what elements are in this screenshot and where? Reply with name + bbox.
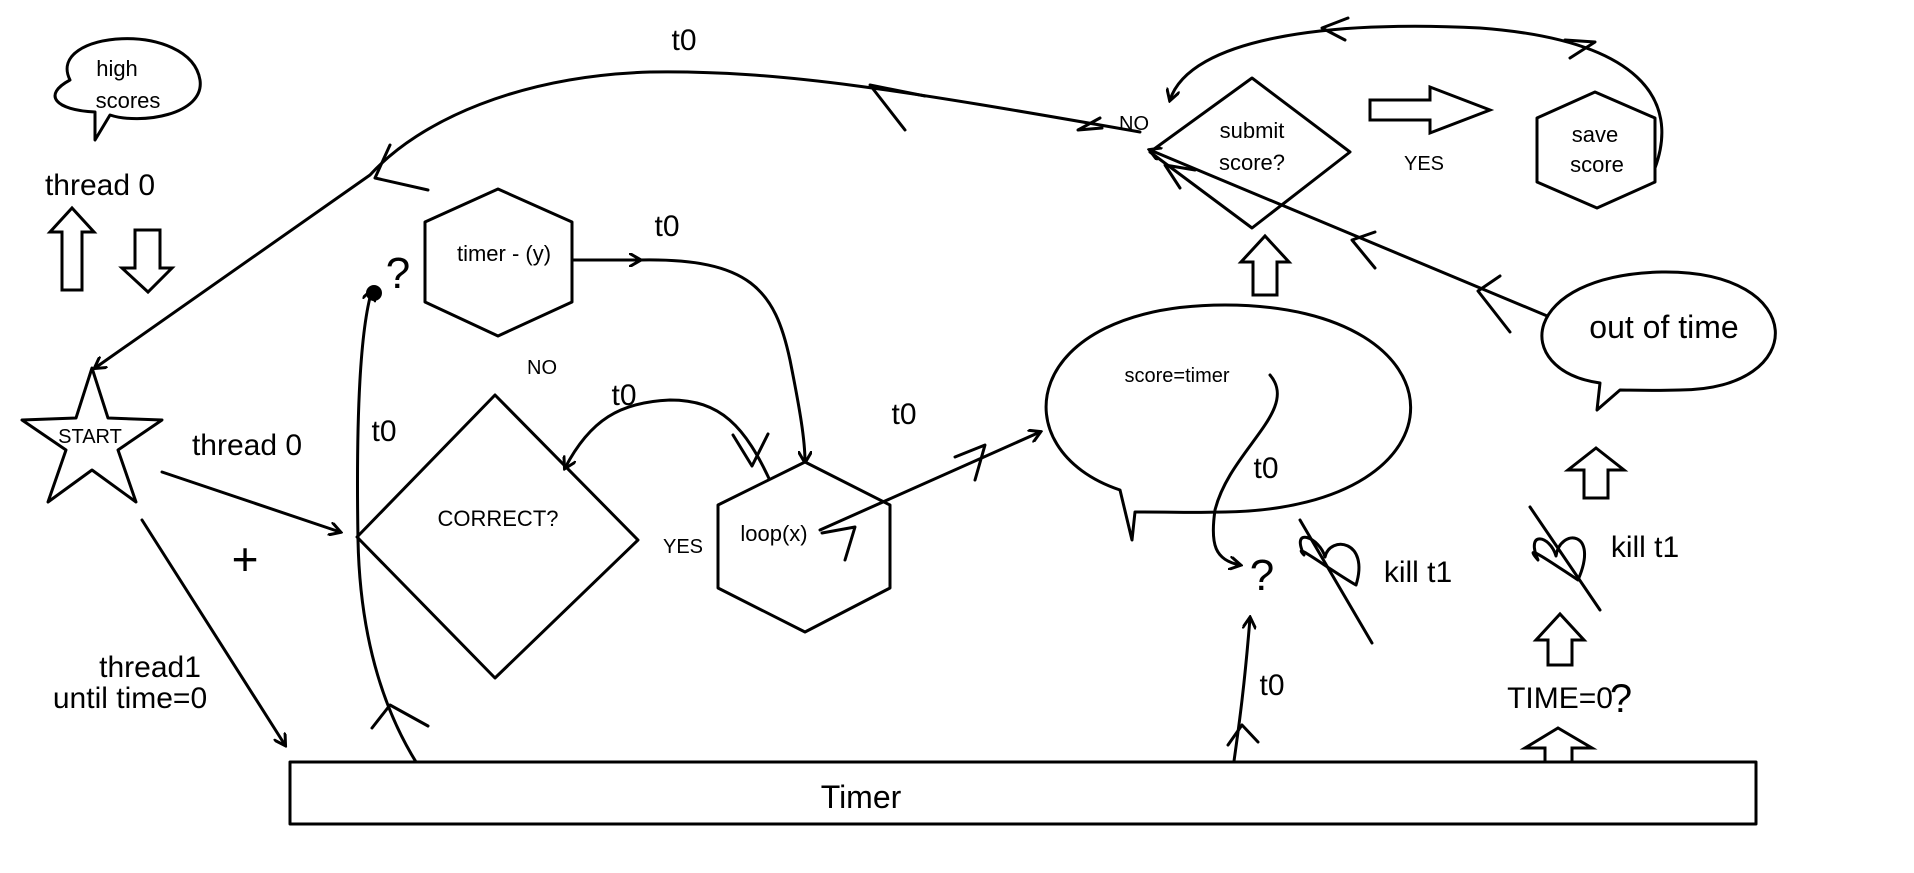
up-arrow-icon [1532, 611, 1588, 667]
heart-icon [1298, 535, 1361, 587]
loop-hexagon: loop(x) [716, 460, 892, 634]
t0-vertical-label: t0 [371, 415, 396, 448]
save-line2: score [1570, 152, 1624, 177]
yes-correct-label: YES [663, 536, 703, 558]
chevron-icon [1076, 116, 1104, 132]
strike-line [1528, 505, 1602, 612]
timer-to-loop-arrow [638, 258, 805, 462]
score-to-question-arrow [1211, 373, 1279, 565]
heart-icon [1531, 536, 1586, 582]
correct-diamond: CORRECT? [355, 393, 640, 680]
question-dot [366, 285, 382, 301]
loop-to-score-arrow [818, 432, 1040, 532]
t0-loop-label: t0 [891, 398, 916, 431]
chevron-icon [1226, 723, 1260, 747]
start-to-timer-arrow [140, 518, 285, 745]
chevron-icon [731, 432, 770, 468]
right-arrow-icon [1368, 84, 1495, 136]
return-to-start-arrow [95, 70, 1142, 368]
timer-bar: Timer [288, 760, 1758, 826]
t0-correct-label: t0 [611, 379, 636, 412]
start-star: START [20, 366, 164, 504]
chevron-icon [1563, 38, 1597, 60]
out-of-time-label: out of time [1589, 309, 1738, 345]
loop-to-correct-arrow [565, 398, 774, 487]
chevron-icon [1163, 163, 1197, 190]
chevron-icon [1476, 274, 1512, 334]
save-line1: save [1572, 122, 1618, 147]
chevron-icon [820, 525, 857, 562]
chevron-icon [370, 703, 430, 730]
question-time: ? [1610, 677, 1632, 721]
strike-line [1298, 518, 1374, 645]
plus-sign: + [232, 533, 259, 585]
save-to-submit-arrow [1170, 24, 1664, 170]
chevron-icon [953, 443, 987, 482]
yes-submit-label: YES [1404, 153, 1444, 175]
timer-y-label: timer - (y) [457, 241, 551, 266]
submit-diamond: submit score? [1148, 76, 1352, 230]
thread1-label: thread1 [99, 651, 201, 684]
t0-score-label: t0 [1253, 452, 1278, 485]
submit-line1: submit [1220, 118, 1285, 143]
high-scores-line2: scores [96, 88, 161, 113]
save-score-hexagon: save score [1535, 90, 1657, 210]
until-time-label: until time=0 [53, 682, 207, 715]
timer-bar-label: Timer [821, 779, 902, 815]
score-timer-label: score=timer [1124, 365, 1229, 387]
start-label: START [58, 426, 122, 448]
timer-to-question-arrow [356, 290, 430, 782]
thread0-top-label: thread 0 [45, 169, 155, 202]
t0-bottom-label: t0 [1259, 669, 1284, 702]
time-zero-label: TIME=0 [1507, 682, 1613, 715]
timer-y-hexagon: timer - (y) [423, 187, 574, 338]
submit-line2: score? [1219, 150, 1285, 175]
out-of-time-bubble: out of time [1540, 270, 1777, 412]
chevron-icon [868, 83, 927, 132]
chevron-icon [373, 143, 430, 192]
t0-top-label: t0 [671, 24, 696, 57]
kill-t1-right: kill t1 [1611, 531, 1679, 564]
timer-to-score-question-arrow [1230, 618, 1250, 777]
up-arrow-icon [1237, 233, 1293, 297]
down-arrow-icon [118, 228, 176, 295]
kill-t1-left: kill t1 [1384, 556, 1452, 589]
correct-label: CORRECT? [437, 506, 558, 531]
start-to-correct-arrow [160, 470, 340, 532]
chevron-icon [1320, 16, 1350, 42]
t0-timer-label: t0 [654, 210, 679, 243]
outoftime-to-submit-arrow [1150, 150, 1554, 320]
chevron-icon [1350, 230, 1377, 270]
no-submit-label: NO [1119, 113, 1149, 135]
loop-label: loop(x) [740, 521, 807, 546]
thread0-mid-label: thread 0 [192, 429, 302, 462]
no-timer-label: NO [527, 357, 557, 379]
score-bubble: score=timer [1044, 303, 1412, 542]
up-arrow-icon [1563, 446, 1629, 500]
high-scores-line1: high [96, 56, 138, 81]
high-scores-bubble: high scores [53, 37, 202, 142]
up-arrow-icon [1519, 726, 1598, 764]
question-score: ? [1250, 551, 1274, 600]
question-left: ? [386, 249, 410, 298]
up-arrow-icon [46, 205, 98, 292]
